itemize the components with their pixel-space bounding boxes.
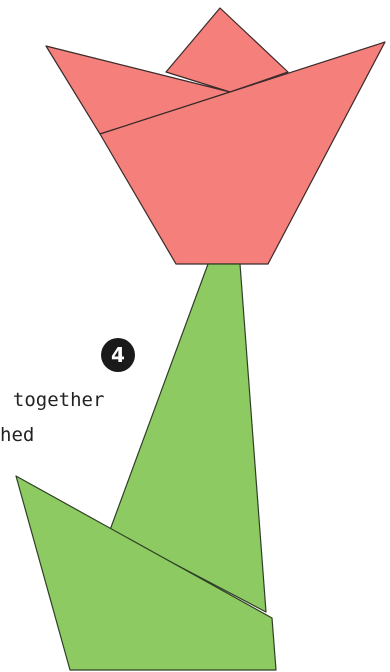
step-number: 4 bbox=[111, 343, 125, 367]
caption-line: n together bbox=[0, 391, 104, 410]
step-badge: 4 bbox=[101, 338, 135, 372]
tulip-flower bbox=[46, 8, 385, 264]
tulip-stem-group bbox=[16, 264, 276, 670]
caption-line: hed bbox=[0, 426, 34, 445]
